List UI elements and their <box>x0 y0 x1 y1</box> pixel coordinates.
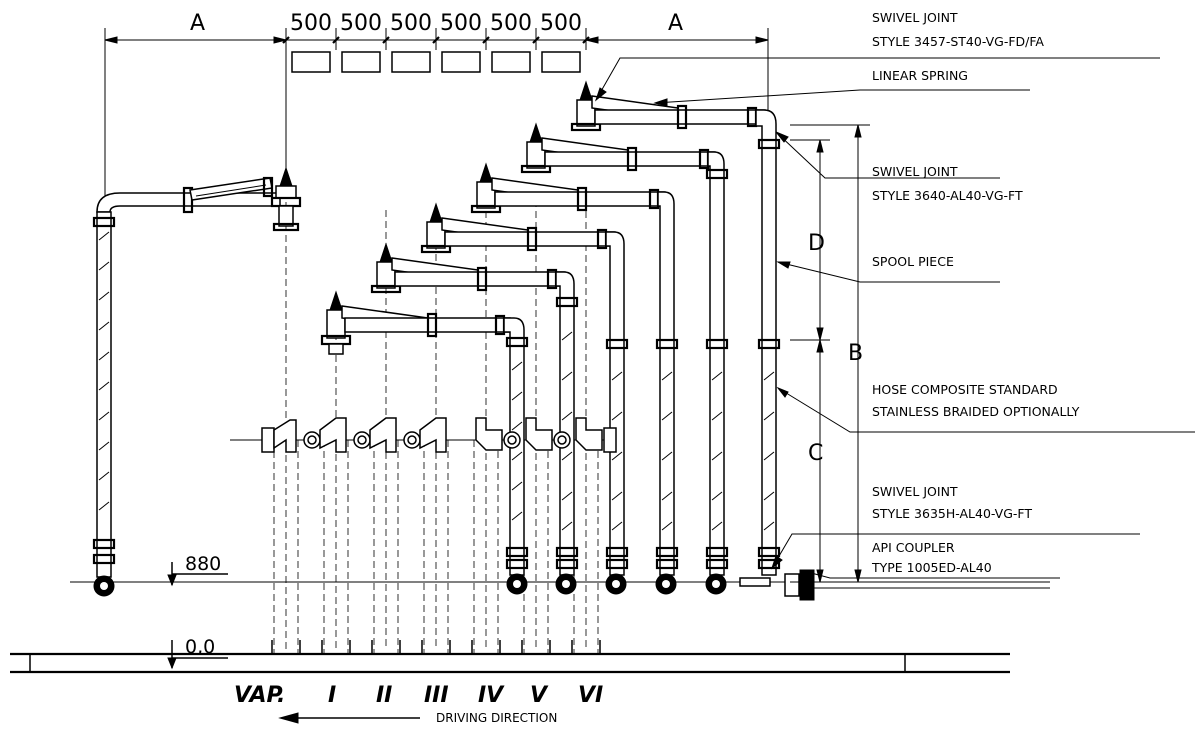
arrow-left-icon <box>278 712 299 724</box>
loading-arm-v <box>520 122 729 595</box>
callout-api-2: TYPE 1005ED-AL40 <box>871 560 992 575</box>
dim-a-right: A <box>668 11 683 36</box>
centerlines <box>70 180 790 650</box>
dim-500-5: 500 <box>490 11 532 36</box>
dim-a-left: A <box>190 11 205 36</box>
callout-api-1: API COUPLER <box>872 540 955 555</box>
loading-arm-vi <box>570 80 1050 601</box>
driving-direction: DRIVING DIRECTION <box>278 711 557 725</box>
position-i: I <box>328 683 336 708</box>
loading-arm-ii <box>370 242 579 595</box>
position-labels: VAP. I II III IV V VI <box>234 683 603 708</box>
callouts: SWIVEL JOINT STYLE 3457-ST40-VG-FD/FA LI… <box>594 10 1195 579</box>
dim-c: C <box>808 441 823 466</box>
callout-hose-1: HOSE COMPOSITE STANDARD <box>872 382 1058 397</box>
top-dimensions: A 500 500 500 500 500 500 A <box>104 11 769 200</box>
position-iv: IV <box>478 683 505 708</box>
dim-500-1: 500 <box>290 11 332 36</box>
manifold-risers <box>261 417 617 453</box>
callout-swivel-top-1: SWIVEL JOINT <box>872 10 958 25</box>
callout-swivel-mid-2: STYLE 3640-AL40-VG-FT <box>872 188 1023 203</box>
elevation-marks: 880 0,0 <box>167 553 228 670</box>
callout-swivel-top-2: STYLE 3457-ST40-VG-FD/FA <box>872 34 1044 49</box>
dim-500-6: 500 <box>540 11 582 36</box>
callout-swivel-low-1: SWIVEL JOINT <box>872 484 958 499</box>
position-vi: VI <box>578 683 603 708</box>
position-iii: III <box>424 683 449 708</box>
elevation-0: 0,0 <box>185 636 215 658</box>
callout-linear-spring: LINEAR SPRING <box>872 68 968 83</box>
loading-arm-vap <box>92 166 302 597</box>
callout-swivel-low-2: STYLE 3635H-AL40-VG-FT <box>872 506 1032 521</box>
callout-swivel-mid-1: SWIVEL JOINT <box>872 164 958 179</box>
callout-spool-piece: SPOOL PIECE <box>872 254 954 269</box>
callout-hose-2: STAINLESS BRAIDED OPTIONALLY <box>872 404 1080 419</box>
loading-arm-iv <box>470 162 679 595</box>
dim-500-3: 500 <box>390 11 432 36</box>
dim-500-4: 500 <box>440 11 482 36</box>
dim-d: D <box>808 231 825 256</box>
loading-arm-iii <box>420 202 629 595</box>
position-vap: VAP. <box>234 683 285 708</box>
right-dimensions: D C B <box>790 124 870 583</box>
elevation-880: 880 <box>185 553 221 575</box>
driving-direction-label: DRIVING DIRECTION <box>436 711 557 725</box>
position-ii: II <box>376 683 392 708</box>
position-v: V <box>530 683 549 708</box>
dim-b: B <box>848 341 863 366</box>
dim-500-2: 500 <box>340 11 382 36</box>
